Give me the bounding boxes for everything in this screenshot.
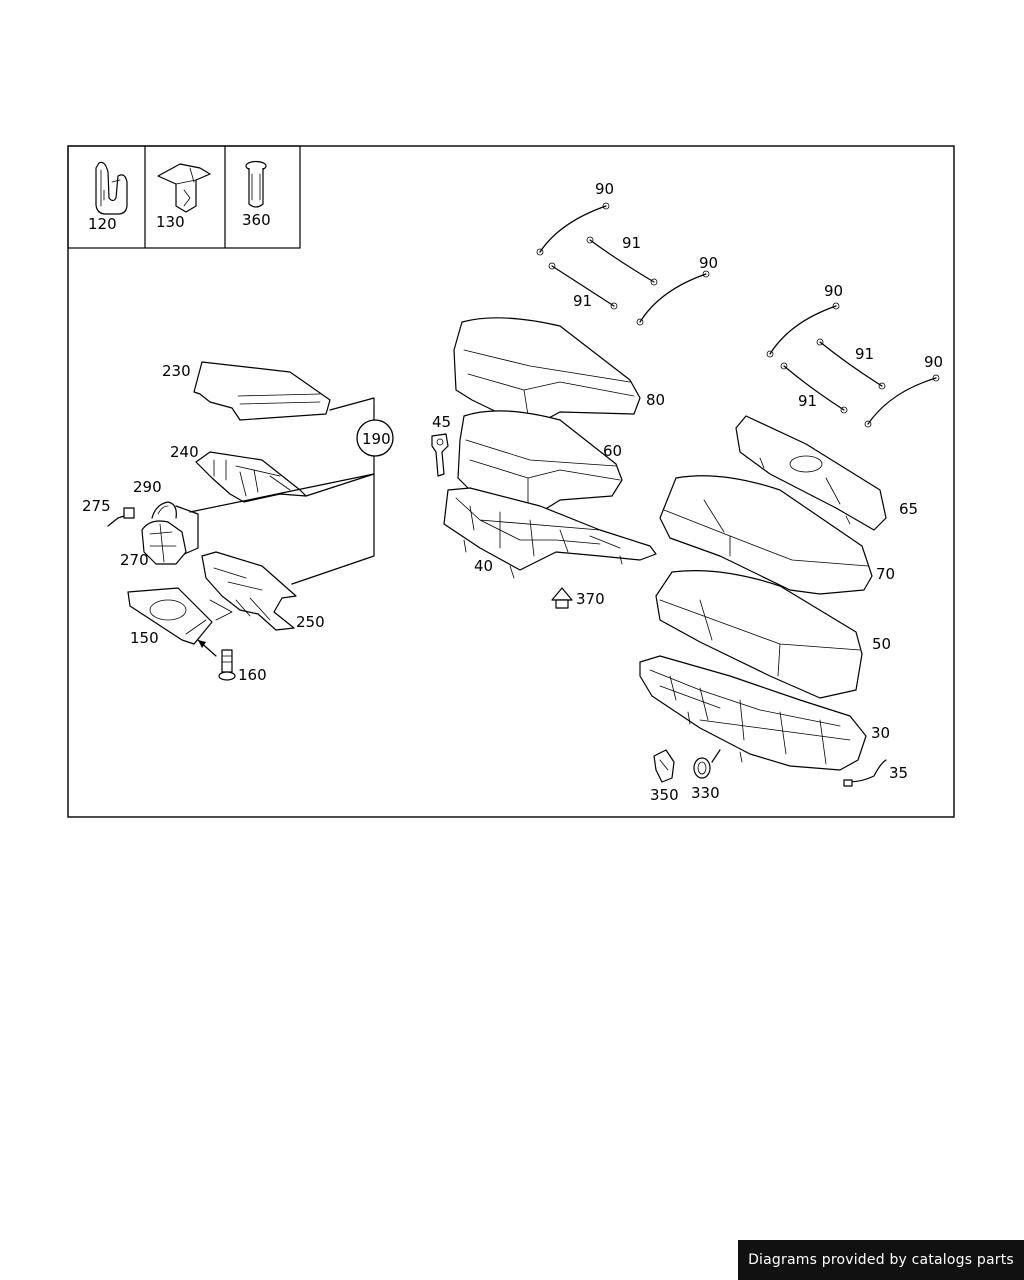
- bolster-65-part: [735, 415, 887, 531]
- cable-35-part: [843, 759, 887, 787]
- clip-350-part: [653, 749, 675, 783]
- clip-290-part: [151, 501, 177, 519]
- callout-190: 190: [362, 430, 391, 448]
- callout-150: 150: [130, 629, 159, 647]
- sleeve-360-part: [245, 160, 267, 208]
- armrest-mechanism-250-part: [201, 551, 297, 631]
- clip-130-part: [157, 163, 211, 213]
- credit-banner: Diagrams provided by catalogs parts: [738, 1240, 1024, 1280]
- callout-labels: 120 130 360 230 240 190 290 275 270 250 …: [82, 180, 943, 804]
- callout-90-d: 90: [924, 353, 943, 371]
- callout-80: 80: [646, 391, 665, 409]
- armrest-frame-240-part: [195, 451, 307, 503]
- callout-30: 30: [871, 724, 890, 742]
- callout-90-b: 90: [699, 254, 718, 272]
- callout-91-a: 91: [622, 234, 641, 252]
- callout-70: 70: [876, 565, 895, 583]
- callout-370: 370: [576, 590, 605, 608]
- callout-90-a: 90: [595, 180, 614, 198]
- callout-circle-190: [356, 419, 394, 457]
- callout-91-b: 91: [573, 292, 592, 310]
- callout-250: 250: [296, 613, 325, 631]
- callout-90-c: 90: [824, 282, 843, 300]
- callout-91-c: 91: [855, 345, 874, 363]
- inset-boxes: [67, 145, 301, 249]
- seat-frame-30-part: [639, 655, 867, 771]
- handle-45-part: [431, 433, 449, 477]
- backrest-70-part: [659, 475, 873, 595]
- inset-label-360: 360: [242, 211, 271, 229]
- callout-330: 330: [691, 784, 720, 802]
- inset-label-130: 130: [156, 213, 185, 231]
- push-clip-370-part: [551, 587, 573, 609]
- callout-270: 270: [120, 551, 149, 569]
- springs-right-part: [766, 302, 940, 428]
- credit-text: Diagrams provided by catalogs parts: [748, 1252, 1014, 1268]
- seat-frame-40-part: [443, 487, 657, 579]
- callout-160: 160: [238, 666, 267, 684]
- clip-120-part: [95, 161, 128, 215]
- motor-270-part: [141, 520, 187, 565]
- diagram-frame: [67, 145, 955, 818]
- callout-35: 35: [889, 764, 908, 782]
- callout-60: 60: [603, 442, 622, 460]
- callout-65: 65: [899, 500, 918, 518]
- callout-275: 275: [82, 497, 111, 515]
- callout-50: 50: [872, 635, 891, 653]
- trim-cover-150-part: [127, 587, 213, 645]
- cushion-50-part: [655, 570, 863, 699]
- callout-290: 290: [133, 478, 162, 496]
- callout-40: 40: [474, 557, 493, 575]
- armrest-cover-230-part: [193, 361, 331, 421]
- callout-240: 240: [170, 443, 199, 461]
- bolt-160-part: [197, 639, 236, 681]
- callout-bracket-190: [175, 397, 394, 585]
- callout-91-d: 91: [798, 392, 817, 410]
- springs-middle-part: [536, 202, 710, 326]
- callout-350: 350: [650, 786, 679, 804]
- inset-label-120: 120: [88, 215, 117, 233]
- callout-45: 45: [432, 413, 451, 431]
- grommet-330-part: [693, 749, 721, 779]
- connector-275-part: [107, 507, 135, 527]
- callout-230: 230: [162, 362, 191, 380]
